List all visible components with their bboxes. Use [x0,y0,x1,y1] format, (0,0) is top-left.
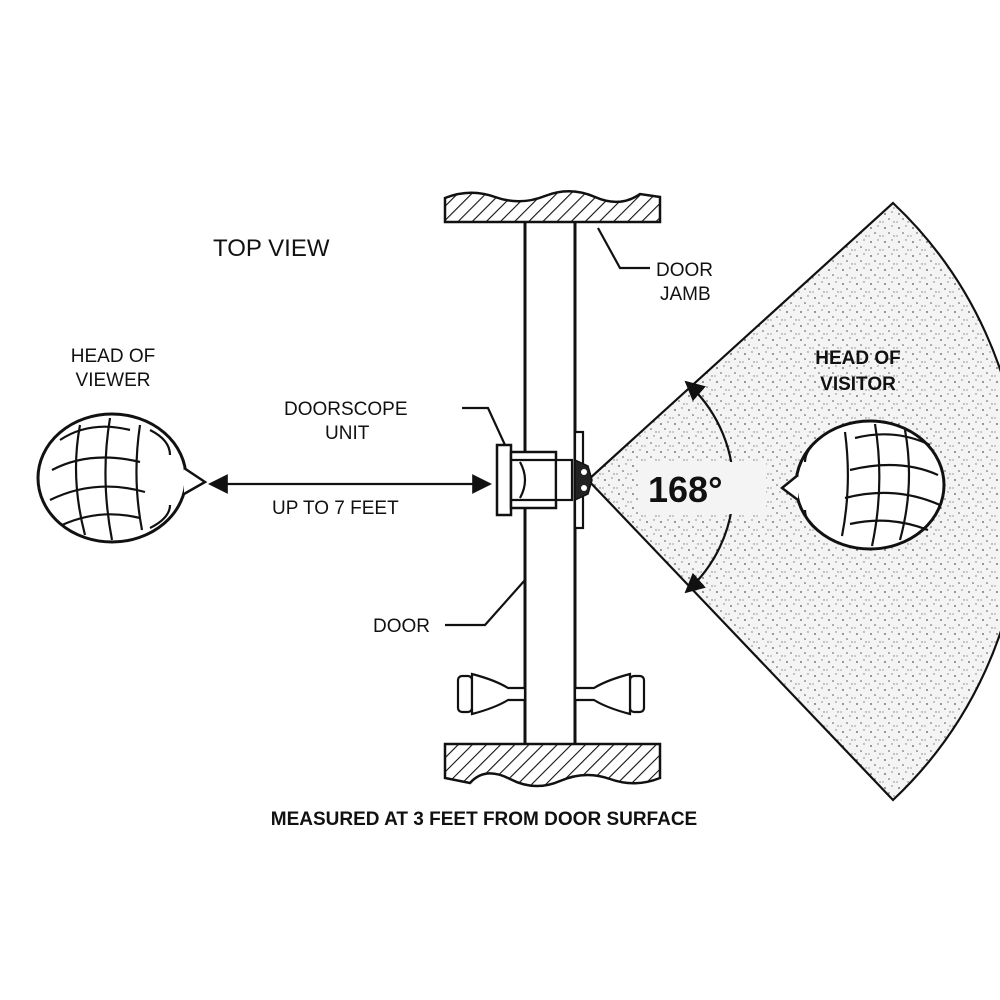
label-distance: UP TO 7 FEET [272,498,399,519]
label-doorscope-1: DOORSCOPE [284,399,408,420]
title-top-view: TOP VIEW [213,235,330,262]
door-jamb-leader [597,227,650,270]
label-angle: 168° [648,469,722,510]
door-jamb-bottom [443,742,662,788]
label-head-of-visitor-1: HEAD OF [815,348,901,369]
visitor-head-icon [779,419,946,551]
label-door-jamb-1: DOOR [656,260,713,281]
door-leader [445,579,526,627]
doorscope-leader [462,406,506,446]
label-doorscope-2: UNIT [325,423,370,444]
field-of-view-sector [586,201,1000,802]
doorscope-lens-icon [495,430,593,530]
viewer-head-icon [36,412,208,544]
door-jamb-top [443,190,662,224]
label-head-of-visitor-2: VISITOR [820,374,896,395]
angle-label-bg [638,462,766,514]
footer-caption: MEASURED AT 3 FEET FROM DOOR SURFACE [271,809,697,830]
label-head-of-viewer-1: HEAD OF [71,346,155,367]
door-knob-icon [456,672,646,716]
label-head-of-viewer-2: VIEWER [76,370,151,391]
label-door: DOOR [373,616,430,637]
label-door-jamb-2: JAMB [660,284,711,305]
